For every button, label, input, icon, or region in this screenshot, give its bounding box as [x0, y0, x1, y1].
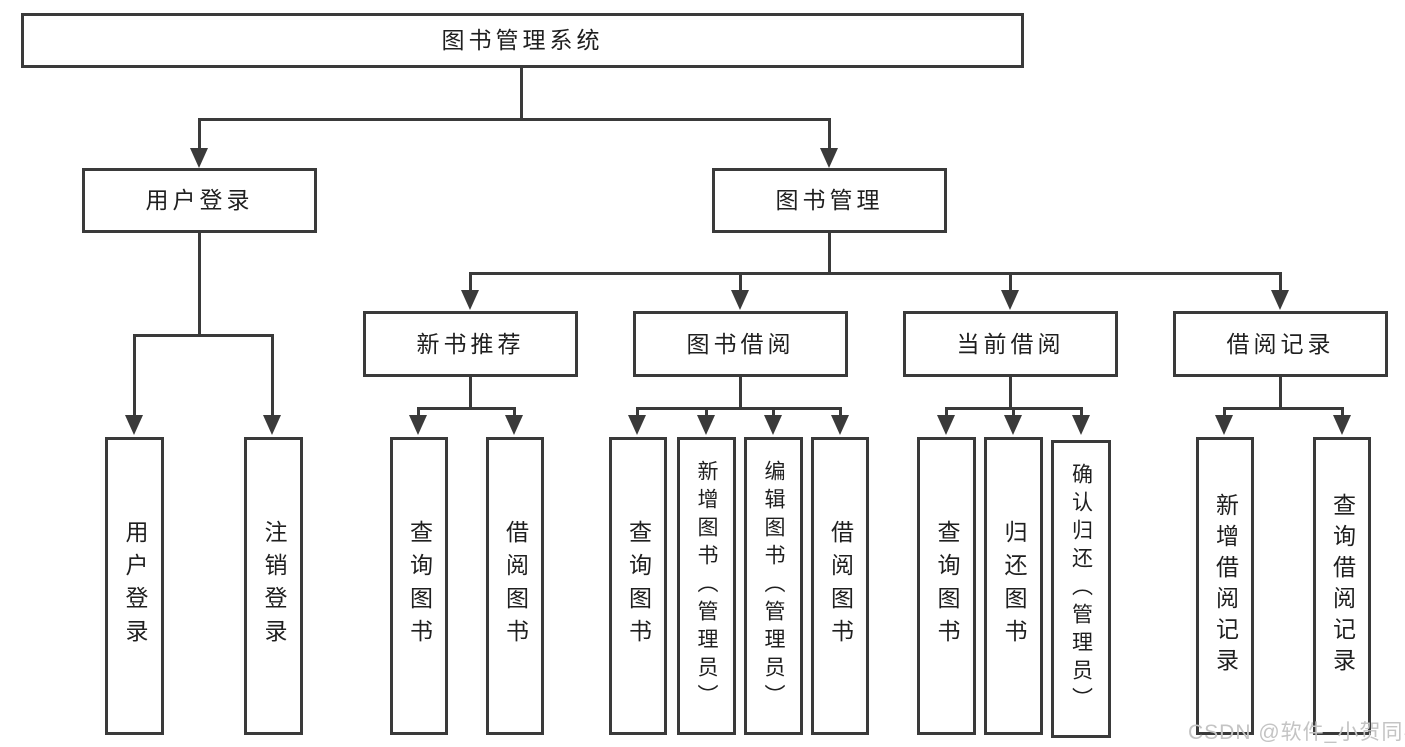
leaf-query-books: 查询图书 — [390, 437, 448, 735]
edge-leaf-line — [513, 407, 516, 417]
arrow-down-icon — [628, 415, 646, 435]
leaf-borrow-books: 借阅图书 — [811, 437, 869, 735]
edge-to-new-book-recommend-line — [469, 272, 472, 292]
edge-leaf-line — [1223, 407, 1226, 417]
arrow-down-icon — [697, 415, 715, 435]
node-borrow-records: 借阅记录 — [1173, 311, 1388, 377]
edge-leaf-line — [1012, 407, 1015, 417]
edge-current-borrow-stem-line — [1009, 377, 1012, 409]
edge-borrow-records-branch-line — [1223, 407, 1344, 410]
edge-leaf-line — [417, 407, 420, 417]
edge-leaf-line — [636, 407, 639, 417]
node-library-management-system: 图书管理系统 — [21, 13, 1024, 68]
leaf-logout: 注销登录 — [244, 437, 303, 735]
node-book-borrow: 图书借阅 — [633, 311, 848, 377]
arrow-down-icon — [190, 148, 208, 168]
edge-to-leaf-logout-line — [271, 334, 274, 417]
edge-new-book-recommend-stem-line — [469, 377, 472, 409]
arrow-down-icon — [1004, 415, 1022, 435]
leaf-return-book: 归还图书 — [984, 437, 1043, 735]
edge-leaf-line — [705, 407, 708, 417]
arrow-down-icon — [731, 290, 749, 310]
leaf-user-login: 用户登录 — [105, 437, 164, 735]
edge-to-user-login-line — [198, 118, 201, 150]
edge-leaf-line — [772, 407, 775, 417]
edge-root-branch-line — [198, 118, 831, 121]
edge-book-management-branch-line — [469, 272, 1282, 275]
arrow-down-icon — [505, 415, 523, 435]
arrow-down-icon — [1072, 415, 1090, 435]
arrow-down-icon — [1001, 290, 1019, 310]
arrow-down-icon — [820, 148, 838, 168]
edge-leaf-line — [839, 407, 842, 417]
arrow-down-icon — [263, 415, 281, 435]
arrow-down-icon — [831, 415, 849, 435]
arrow-down-icon — [1215, 415, 1233, 435]
node-current-borrow: 当前借阅 — [903, 311, 1118, 377]
edge-to-borrow-records-line — [1279, 272, 1282, 292]
node-book-management: 图书管理 — [712, 168, 947, 233]
leaf-borrow-books: 借阅图书 — [486, 437, 544, 735]
node-user-login: 用户登录 — [82, 168, 317, 233]
edge-to-leaf-user-login-line — [133, 334, 136, 417]
edge-user-login-branch-line — [133, 334, 274, 337]
leaf-query-borrow-record: 查询借阅记录 — [1313, 437, 1371, 735]
edge-new-book-recommend-branch-line — [417, 407, 516, 410]
edge-root-stem-line — [520, 67, 523, 120]
leaf-query-books: 查询图书 — [609, 437, 667, 735]
csdn-watermark: CSDN @软件_小贺同学 — [1188, 721, 1405, 744]
edge-borrow-records-stem-line — [1279, 377, 1282, 409]
edge-to-book-management-line — [828, 118, 831, 150]
leaf-confirm-return-admin: 确认归还（管理员） — [1051, 440, 1111, 738]
arrow-down-icon — [125, 415, 143, 435]
leaf-query-books: 查询图书 — [917, 437, 976, 735]
arrow-down-icon — [461, 290, 479, 310]
node-new-book-recommend: 新书推荐 — [363, 311, 578, 377]
edge-leaf-line — [1080, 407, 1083, 417]
edge-leaf-line — [1341, 407, 1344, 417]
leaf-edit-book-admin: 编辑图书（管理员） — [744, 437, 803, 735]
arrow-down-icon — [409, 415, 427, 435]
edge-leaf-line — [945, 407, 948, 417]
arrow-down-icon — [764, 415, 782, 435]
leaf-add-borrow-record: 新增借阅记录 — [1196, 437, 1254, 735]
leaf-add-book-admin: 新增图书（管理员） — [677, 437, 736, 735]
edge-book-borrow-stem-line — [739, 377, 742, 409]
edge-to-book-borrow-line — [739, 272, 742, 292]
arrow-down-icon — [1333, 415, 1351, 435]
edge-user-login-stem-line — [198, 233, 201, 336]
arrow-down-icon — [1271, 290, 1289, 310]
arrow-down-icon — [937, 415, 955, 435]
edge-book-management-stem-line — [828, 233, 831, 274]
edge-book-borrow-branch-line — [636, 407, 842, 410]
edge-to-current-borrow-line — [1009, 272, 1012, 292]
